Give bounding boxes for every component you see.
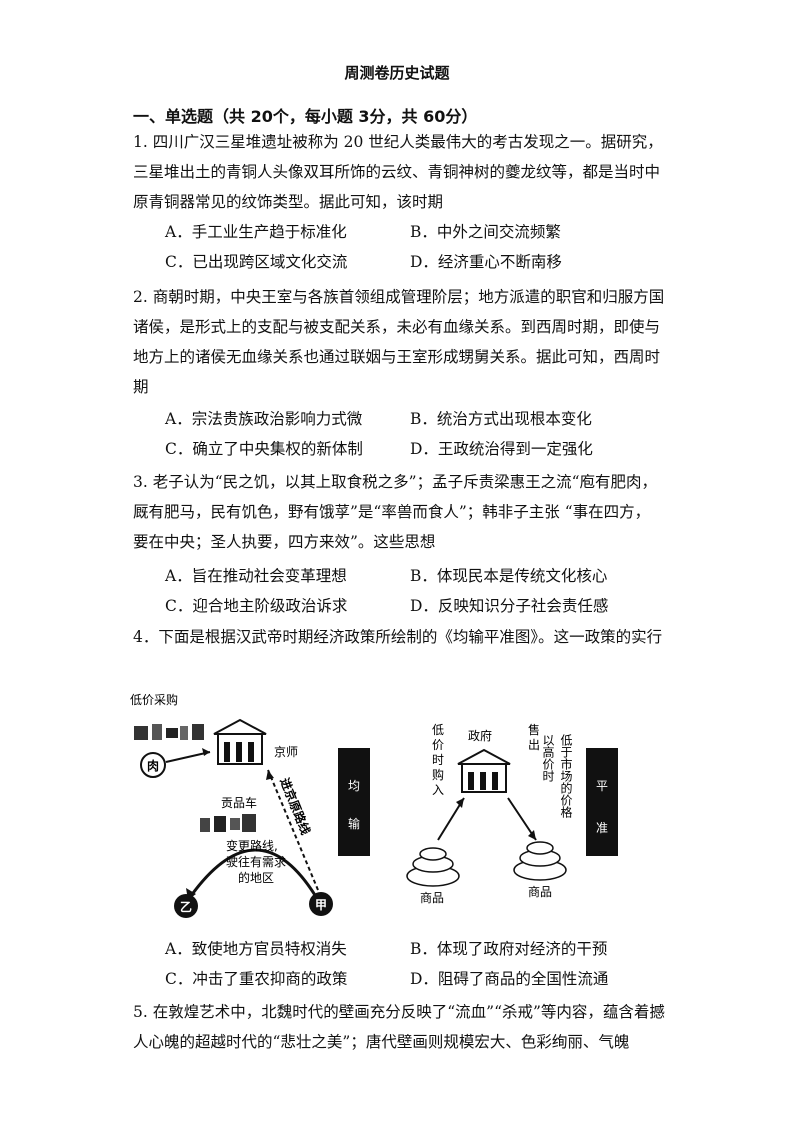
buy-low-3: 时: [432, 753, 444, 767]
question-4-stem: 4．下面是根据汉武帝时期经济政策所绘制的《均输平准图》。这一政策的实行: [133, 628, 663, 646]
change-route-line-3: 的地区: [238, 870, 274, 885]
palace-icon: [213, 718, 267, 765]
original-route-label: 进京原路线: [277, 776, 313, 837]
question-1-options: A．手工业生产趋于标准化 B．中外之间交流频繁 C．已出现跨区域文化交流 D．经…: [165, 217, 665, 277]
tribute-cart-label: 贡品车: [221, 795, 257, 810]
q2-option-a: A．宗法贵族政治影响力式微: [165, 410, 363, 428]
q4-option-c: C．冲击了重农抑商的政策: [165, 970, 348, 988]
yi-circle: [174, 894, 198, 918]
q1-option-c: C．已出现跨区域文化交流: [165, 253, 348, 271]
sell-char-1: 售: [528, 722, 540, 737]
question-2-stem: 2. 商朝时期，中央王室与各族首领组成管理阶层；地方派遣的职官和归服方国诸侯，是…: [133, 288, 665, 396]
jia-circle: [309, 892, 333, 916]
pingzhun-char-1: 平: [596, 779, 608, 793]
question-3-options: A．旨在推动社会变革理想 B．体现民本是传统文化核心 C．迎合地主阶级政治诉求 …: [165, 561, 665, 621]
goods-label-right: 商品: [528, 884, 552, 899]
rou-circle: [140, 752, 166, 778]
q2-option-c: C．确立了中央集权的新体制: [165, 440, 363, 458]
page-title: 周测卷历史试题: [344, 64, 450, 82]
government-label: 政府: [468, 728, 492, 743]
q2-option-d: D．王政统治得到一定强化: [410, 440, 593, 458]
q3-option-c: C．迎合地主阶级政治诉求: [165, 597, 348, 615]
junshu-pingzhun-diagram: 低价采购 肉 京师 进京原路线 贡品车: [130, 692, 618, 918]
buy-low-2: 价: [432, 738, 444, 752]
q3-option-d: D．反映知识分子社会责任感: [410, 597, 609, 615]
goods-label-left: 商品: [420, 890, 444, 905]
section-heading: 一、单选题（共 20个，每小题 3分，共 60分）: [133, 107, 478, 126]
question-2-options: A．宗法贵族政治影响力式微 B．统治方式出现根本变化 C．确立了中央集权的新体制…: [165, 404, 665, 464]
q1-option-d: D．经济重心不断南移: [410, 253, 562, 271]
goods-pile-left-icon: [406, 847, 460, 887]
question-4-options: A．致使地方官员特权消失 B．体现了政府对经济的干预 C．冲击了重农抑商的政策 …: [165, 934, 665, 994]
q4-option-b: B．体现了政府对经济的干预: [410, 940, 608, 958]
sell-high-2: 低于市场的价格: [559, 734, 573, 818]
question-5-stem: 5. 在敦煌艺术中，北魏时代的壁画充分反映了“流血”“杀戒”等内容，蕴含着撼人心…: [133, 1003, 665, 1051]
original-route-line: [267, 769, 319, 891]
junshu-box: [338, 748, 370, 856]
q4-option-a: A．致使地方官员特权消失: [165, 940, 347, 958]
low-price-purchase-label: 低价采购: [130, 692, 178, 707]
tribute-cart-icon: [200, 814, 256, 832]
buy-low-4: 购: [432, 767, 444, 782]
q3-option-b: B．体现民本是传统文化核心: [410, 567, 608, 585]
q3-option-a: A．旨在推动社会变革理想: [165, 567, 347, 585]
junshu-char-2: 输: [348, 816, 360, 831]
q2-option-b: B．统治方式出现根本变化: [410, 410, 592, 428]
goods-sketch-icon: [134, 724, 204, 740]
capital-label: 京师: [274, 745, 298, 759]
pingzhun-box: [586, 748, 618, 856]
government-building-icon: [457, 748, 511, 793]
arrow-to-capital: [165, 751, 211, 763]
buy-low-5: 入: [432, 783, 444, 797]
q1-option-a: A．手工业生产趋于标准化: [165, 223, 347, 241]
jia-label: 甲: [315, 898, 327, 912]
pingzhun-char-2: 准: [596, 821, 608, 835]
question-1-stem: 1. 四川广汉三星堆遗址被称为 20 世纪人类最伟大的考古发现之一。据研究，三星…: [133, 133, 663, 211]
buy-low-1: 低: [432, 723, 444, 737]
q1-option-b: B．中外之间交流频繁: [410, 223, 561, 241]
rou-label: 肉: [147, 758, 159, 773]
yi-label: 乙: [180, 900, 192, 914]
sell-char-2: 出: [528, 738, 540, 752]
change-route-line-1: 变更路线,: [226, 838, 278, 853]
question-3-stem: 3. 老子认为“民之饥，以其上取食税之多”；孟子斥责梁惠王之流“庖有肥肉，厩有肥…: [133, 473, 657, 551]
change-route-line-2: 驶往有需求: [226, 854, 286, 869]
goods-pile-right-icon: [513, 841, 567, 881]
junshu-char-1: 均: [348, 779, 360, 793]
changed-route-arc: [186, 848, 320, 901]
sell-high-1: 以高价时: [541, 734, 555, 782]
q4-option-d: D．阻碍了商品的全国性流通: [410, 970, 609, 988]
